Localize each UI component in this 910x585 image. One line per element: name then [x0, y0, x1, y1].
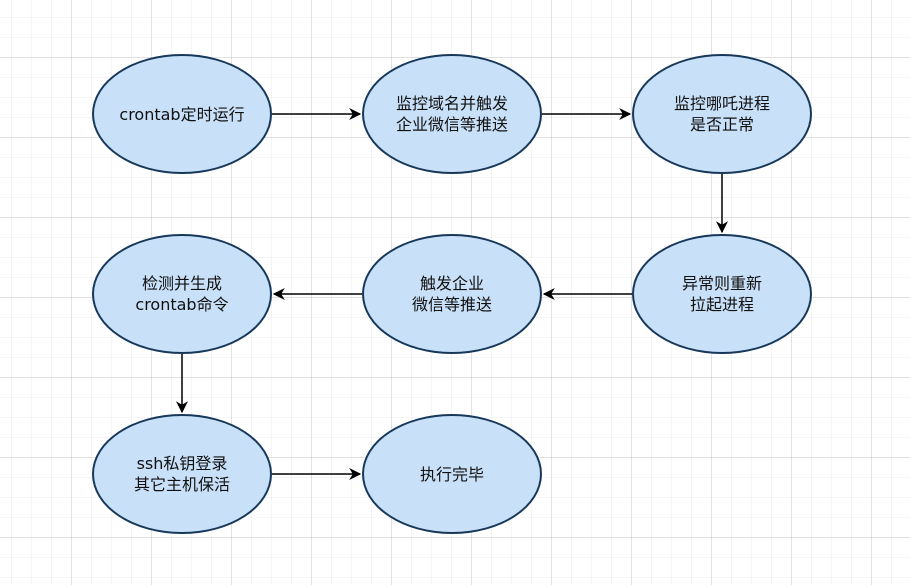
node-monitor-process-label: 监控哪吒进程 是否正常 [673, 94, 770, 134]
node-notify-wechat-label: 触发企业 微信等推送 [411, 274, 492, 314]
node-restart-process[interactable]: 异常则重新 拉起进程 [632, 234, 812, 354]
node-ssh-login-label: ssh私钥登录 其它主机保活 [133, 454, 230, 494]
node-monitor-process[interactable]: 监控哪吒进程 是否正常 [632, 54, 812, 174]
node-check-crontab-label: 检测并生成 crontab命令 [135, 274, 229, 314]
node-crontab-schedule-label: crontab定时运行 [119, 104, 245, 124]
node-done[interactable]: 执行完毕 [362, 414, 542, 534]
node-restart-process-label: 异常则重新 拉起进程 [681, 274, 762, 314]
node-check-crontab[interactable]: 检测并生成 crontab命令 [92, 234, 272, 354]
node-crontab-schedule[interactable]: crontab定时运行 [92, 54, 272, 174]
node-notify-wechat[interactable]: 触发企业 微信等推送 [362, 234, 542, 354]
node-monitor-domain[interactable]: 监控域名并触发 企业微信等推送 [362, 54, 542, 174]
node-ssh-login[interactable]: ssh私钥登录 其它主机保活 [92, 414, 272, 534]
node-done-label: 执行完毕 [419, 464, 484, 484]
node-monitor-domain-label: 监控域名并触发 企业微信等推送 [395, 94, 508, 134]
